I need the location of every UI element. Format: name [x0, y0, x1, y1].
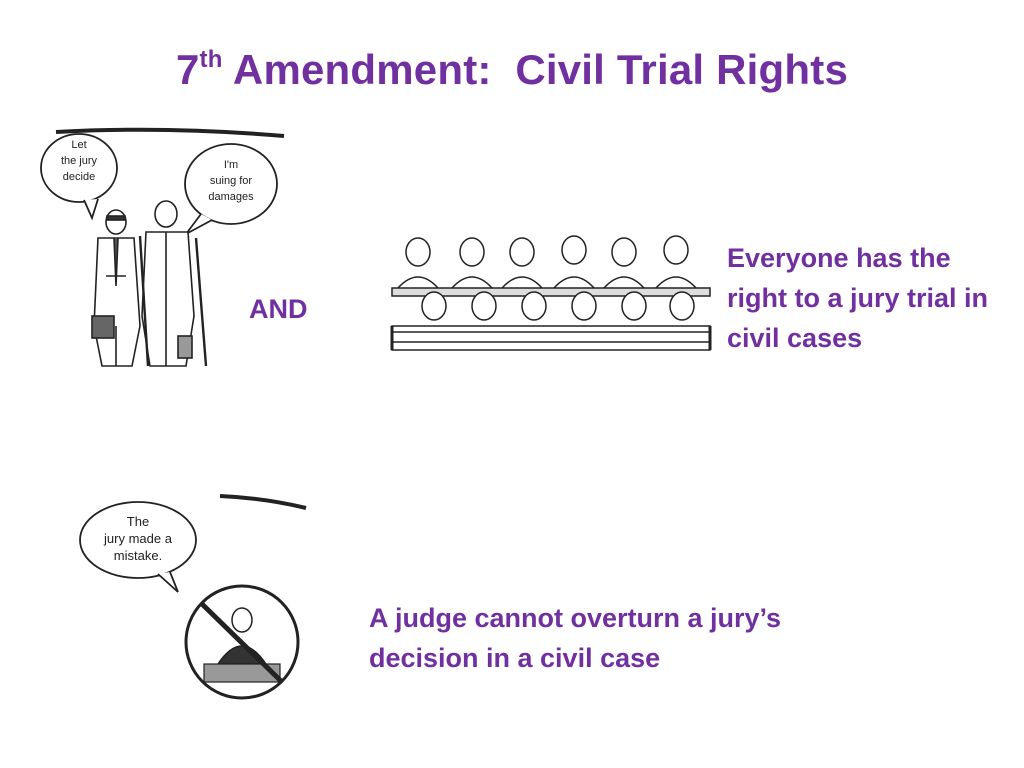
bubble-right-line3: damages — [208, 191, 254, 203]
slide-title: 7th Amendment: Civil Trial Rights — [0, 46, 1024, 94]
title-superscript: th — [199, 46, 223, 73]
jury-box-illustration — [390, 235, 712, 351]
judge-statement: A judge cannot overturn a jury’s decisio… — [369, 603, 782, 673]
bubble-right-line1: I'm — [224, 159, 238, 171]
bubble-bottom-line1: The — [127, 514, 149, 529]
jury-back-row — [397, 235, 697, 289]
jury-front-row — [421, 291, 695, 321]
plaintiff-figure — [138, 200, 208, 367]
bubble-right-line2: suing for — [210, 175, 253, 187]
bubble-left-line3: decide — [63, 171, 95, 183]
bubble-bottom-line3: mistake. — [114, 548, 162, 563]
jury-right-statement: Everyone has the right to a jury trial i… — [727, 243, 989, 353]
and-label: AND — [249, 294, 308, 324]
bubble-left-line2: the jury — [61, 155, 98, 167]
title-text: Amendment: Civil Trial Rights — [222, 46, 849, 93]
title-number: 7 — [175, 46, 200, 93]
lawyer-figure — [91, 209, 141, 367]
bubble-left-line1: Let — [71, 139, 86, 151]
bubble-bottom-line2: jury made a — [103, 531, 173, 546]
no-judge-illustration: The jury made a mistake. — [79, 494, 307, 700]
prohibition-icon — [184, 584, 300, 700]
lawyer-plaintiff-illustration: Let the jury decide I'm suing for damage… — [40, 127, 285, 367]
